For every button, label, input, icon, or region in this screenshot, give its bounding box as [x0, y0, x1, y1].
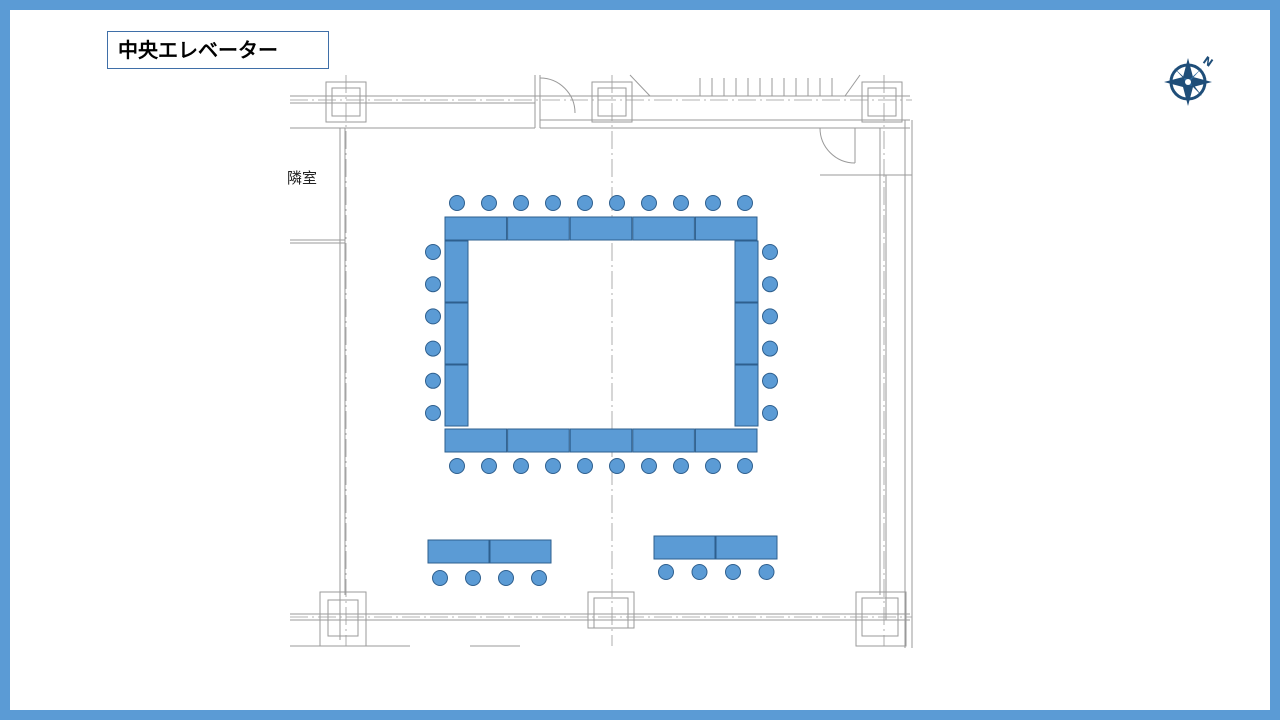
chair-top [737, 195, 753, 211]
chair-left [425, 276, 441, 293]
compass-rose-icon: N [1164, 54, 1215, 106]
chair-bottom [673, 458, 689, 474]
table-top [632, 216, 695, 241]
chair-bottom [545, 458, 561, 474]
table-bottom [569, 428, 633, 453]
chair-right [762, 372, 778, 389]
chair-bottom [577, 458, 593, 474]
chair-bottom [609, 458, 625, 474]
chair-lower-right [758, 564, 775, 580]
chair-left [425, 372, 441, 389]
chair-lower-left [432, 570, 448, 586]
table-lower-right [715, 535, 778, 560]
chair-right [762, 308, 778, 325]
chair-right [762, 340, 778, 357]
chair-top [577, 195, 593, 211]
table-top [507, 216, 570, 241]
chair-lower-right [658, 564, 674, 580]
chair-bottom [737, 458, 753, 474]
table-lower-left [427, 539, 490, 564]
chair-right [762, 244, 778, 260]
chair-top [545, 195, 561, 211]
furniture-layer [425, 195, 778, 586]
table-bottom [444, 428, 508, 453]
chair-bottom [481, 458, 497, 474]
chair-bottom [513, 458, 529, 474]
chair-lower-right [725, 564, 741, 580]
floor-plan [290, 74, 913, 648]
chair-top [673, 195, 689, 211]
table-bottom [507, 428, 570, 453]
table-left [444, 240, 469, 303]
chair-top [513, 195, 529, 211]
chair-top [449, 195, 465, 211]
chair-left [425, 308, 441, 325]
table-lower-left [489, 539, 552, 564]
chair-lower-right [691, 564, 708, 580]
table-left [444, 302, 469, 365]
table-top [444, 216, 508, 241]
chair-left [425, 405, 441, 421]
chair-top [641, 195, 657, 211]
chair-lower-left [531, 570, 547, 586]
chair-lower-left [465, 570, 481, 586]
table-left [444, 364, 469, 427]
chair-right [762, 405, 778, 421]
chair-bottom [449, 458, 465, 474]
chair-top [609, 195, 625, 211]
table-top [569, 216, 633, 241]
chair-left [425, 340, 441, 357]
table-right [734, 240, 759, 303]
chair-bottom [641, 458, 657, 474]
table-right [734, 364, 759, 427]
table-lower-right [653, 535, 716, 560]
chair-top [705, 195, 721, 211]
adjacent-room-label: 隣室 [287, 169, 318, 187]
chair-bottom [705, 458, 721, 474]
chair-left [425, 244, 441, 260]
north-label: N [1200, 54, 1215, 70]
table-right [734, 302, 759, 365]
chair-top [481, 195, 497, 211]
table-top [694, 216, 758, 241]
chair-right [762, 276, 778, 293]
page-title: 中央エレベーター [107, 31, 329, 69]
chair-lower-left [498, 570, 514, 586]
table-bottom [694, 428, 758, 453]
table-bottom [632, 428, 695, 453]
